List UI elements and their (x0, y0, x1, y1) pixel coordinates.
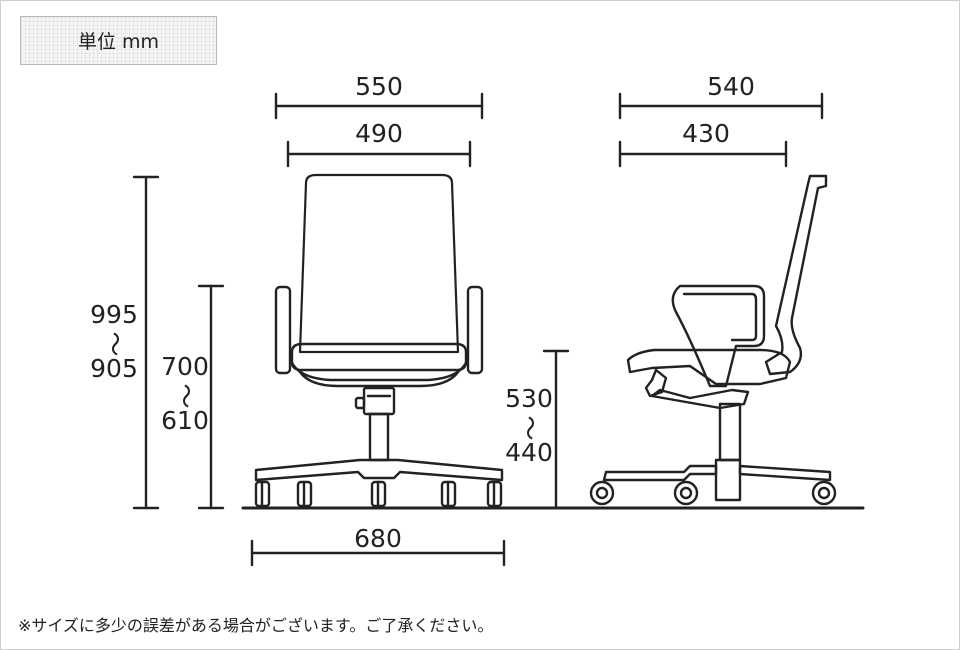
label-front-seat-width: 490 (355, 119, 403, 148)
label-seat-height-max: 530 (505, 384, 553, 413)
label-armrest-height-max: 700 (161, 352, 209, 381)
dim-line-side-outer-depth (618, 92, 824, 120)
label-armrest-height-min: 610 (161, 406, 209, 435)
label-seat-height-range-mark: 〜 (515, 415, 544, 440)
label-total-height-range-mark: 〜 (100, 331, 129, 356)
dim-line-side-seat-depth (618, 140, 788, 168)
footnote: ※サイズに多少の誤差がある場合がございます。ご了承ください。 (18, 616, 494, 635)
chair-front-view (254, 173, 504, 508)
dim-line-front-outer-width (274, 92, 484, 120)
dim-line-base-width (250, 539, 506, 567)
label-total-height-min: 905 (90, 354, 138, 383)
label-total-height-max: 995 (90, 300, 138, 329)
label-armrest-height-range-mark: 〜 (171, 383, 200, 408)
label-side-seat-depth: 430 (682, 119, 730, 148)
label-seat-height-min: 440 (505, 438, 553, 467)
dim-line-seat-height (542, 349, 570, 510)
chair-side-view (589, 174, 837, 506)
unit-label: 単位 mm (20, 16, 217, 65)
label-side-outer-depth: 540 (707, 72, 755, 101)
label-front-outer-width: 550 (355, 72, 403, 101)
dim-line-front-seat-width (286, 140, 472, 168)
dim-line-armrest-height (197, 284, 225, 510)
label-base-width: 680 (354, 524, 402, 553)
dim-line-total-height (132, 175, 160, 510)
